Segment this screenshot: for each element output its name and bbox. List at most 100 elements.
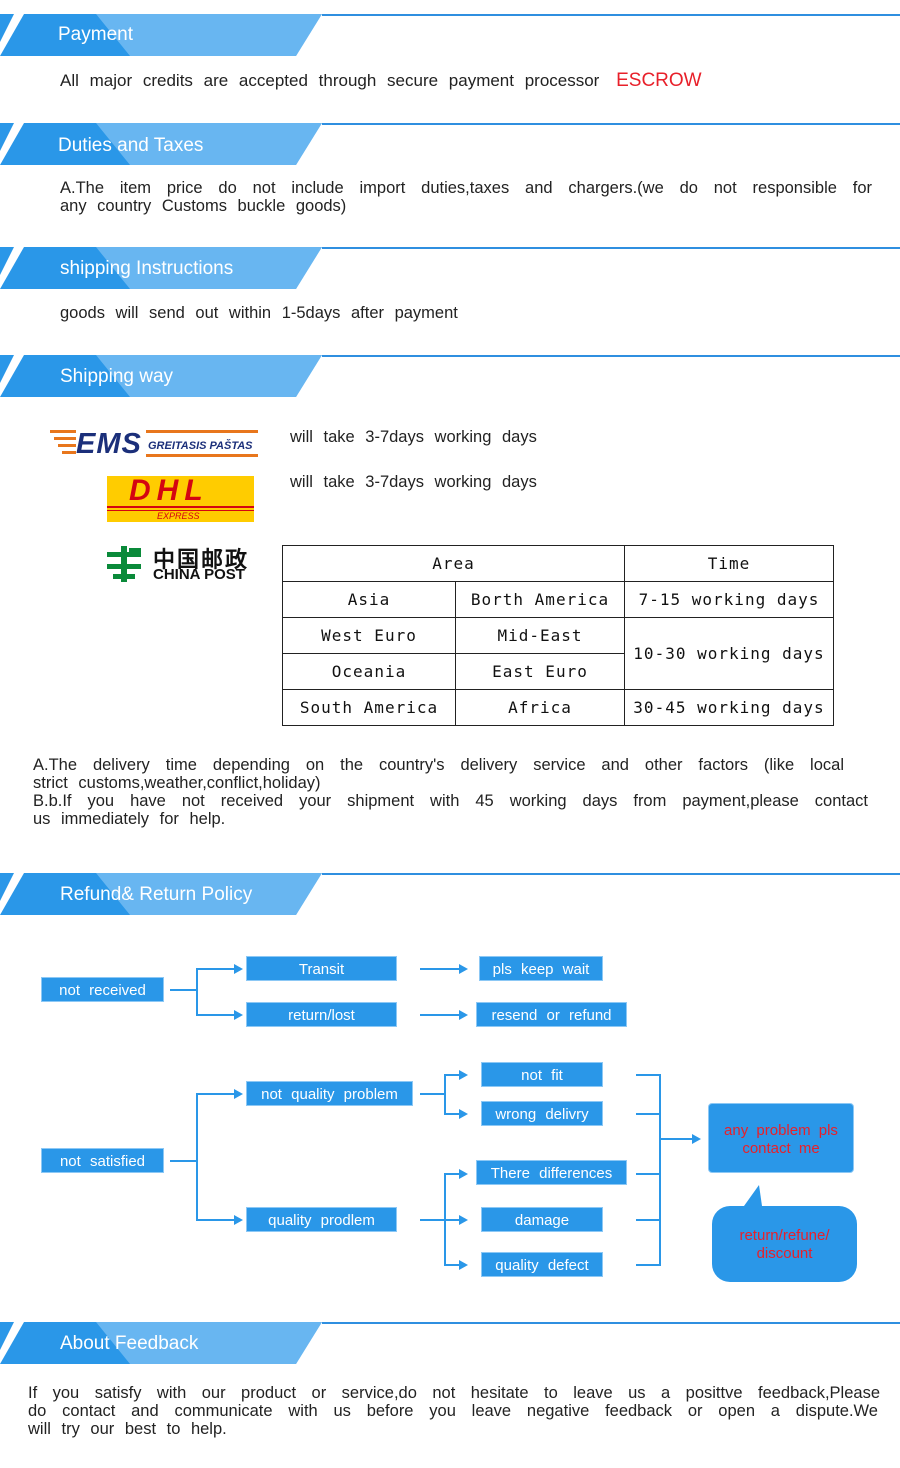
section-title: shipping Instructions [60, 258, 234, 279]
china-post-english: CHINA POST [153, 566, 245, 583]
table-cell: 7-15 working days [624, 581, 834, 618]
ems-logo: EMS GREITASIS PAŠTAS [50, 428, 260, 462]
china-post-logo: 中国邮政 CHINA POST [105, 544, 265, 584]
connector [659, 1074, 661, 1266]
refund-header: Refund& Return Policy [0, 873, 900, 917]
header-banner-shape [0, 247, 900, 289]
arrow-icon [234, 1010, 243, 1020]
keep-wait-box: pls keep wait [479, 956, 603, 981]
header-banner-shape [0, 14, 900, 56]
connector [444, 1074, 460, 1076]
arrow-icon [459, 1010, 468, 1020]
header-banner-shape [0, 873, 900, 915]
connector [170, 989, 196, 991]
ems-brand: EMS [76, 428, 142, 460]
quality-defect-box: quality defect [481, 1252, 603, 1277]
connector [170, 1160, 196, 1162]
section-title: Payment [58, 24, 133, 45]
connector [196, 1093, 234, 1095]
arrow-icon [459, 1109, 468, 1119]
table-cell: Mid-East [455, 617, 625, 654]
transit-box: Transit [246, 956, 397, 981]
connector [420, 1093, 444, 1095]
connector [636, 1264, 660, 1266]
not-satisfied-box: not satisfied [41, 1148, 164, 1173]
arrow-icon [692, 1134, 701, 1144]
escrow-highlight: ESCROW [616, 70, 702, 91]
arrow-icon [459, 964, 468, 974]
connector [196, 1093, 198, 1220]
wrong-delivery-box: wrong delivry [481, 1101, 603, 1126]
payment-text: All major credits are accepted through s… [60, 70, 702, 91]
section-title: Duties and Taxes [58, 135, 204, 156]
connector [444, 1113, 460, 1115]
table-header-time: Time [624, 545, 834, 582]
ems-sub: GREITASIS PAŠTAS [148, 440, 253, 452]
dhl-stripes [107, 506, 254, 511]
table-cell: 10-30 working days [624, 617, 834, 690]
table-cell: Asia [282, 581, 456, 618]
payment-description: All major credits are accepted through s… [60, 71, 600, 90]
feedback-line-1: If you satisfy with our product or servi… [28, 1384, 880, 1402]
shipping-instructions-header: shipping Instructions [0, 247, 900, 291]
dhl-sub: EXPRESS [157, 511, 200, 521]
dhl-note: will take 3-7days working days [290, 473, 537, 491]
quality-problem-box: quality prodlem [246, 1207, 397, 1232]
bubble-line-2: discount [756, 1245, 813, 1262]
not-quality-problem-box: not quality problem [246, 1081, 413, 1106]
connector [444, 1173, 446, 1266]
duties-line-1: A.The item price do not include import d… [60, 179, 872, 197]
arrow-icon [459, 1215, 468, 1225]
connector [196, 1219, 234, 1221]
connector [196, 1014, 234, 1016]
table-row: Asia Borth America 7-15 working days [282, 581, 834, 618]
connector [636, 1219, 660, 1221]
china-post-emblem-icon [107, 546, 141, 582]
table-cell: Oceania [282, 653, 456, 690]
return-refund-bubble: return/refune/ discount [712, 1206, 857, 1282]
delivery-note-2: strict customs,weather,conflict,holiday) [33, 774, 321, 792]
connector [636, 1113, 660, 1115]
connector [636, 1074, 660, 1076]
there-differences-box: There differences [476, 1160, 627, 1185]
table-cell: 30-45 working days [624, 689, 834, 726]
dhl-brand: DHL [129, 474, 209, 507]
arrow-icon [234, 1215, 243, 1225]
ems-logo-stripes [50, 430, 258, 457]
arrow-icon [234, 964, 243, 974]
connector [444, 1264, 460, 1266]
table-header-area: Area [282, 545, 625, 582]
connector [444, 1074, 446, 1114]
duties-line-2: any country Customs buckle goods) [60, 197, 347, 215]
delivery-note-1: A.The delivery time depending on the cou… [33, 756, 844, 774]
duties-header: Duties and Taxes [0, 123, 900, 167]
table-cell: Africa [455, 689, 625, 726]
ems-note: will take 3-7days working days [290, 428, 537, 446]
table-row: Oceania East Euro [282, 653, 834, 690]
not-fit-box: not fit [481, 1062, 603, 1087]
section-title: Shipping way [60, 366, 174, 387]
return-lost-box: return/lost [246, 1002, 397, 1027]
arrow-icon [234, 1089, 243, 1099]
connector [420, 1014, 460, 1016]
dhl-logo: DHL EXPRESS [107, 474, 254, 522]
table-row: West Euro Mid-East 10-30 working days [282, 617, 834, 690]
bubble-line-1: return/refune/ [739, 1227, 830, 1244]
feedback-line-3: will try our best to help. [28, 1420, 227, 1438]
header-banner-shape [0, 1322, 900, 1364]
feedback-line-2: do contact and communicate with us befor… [28, 1402, 878, 1420]
arrow-icon [459, 1070, 468, 1080]
contact-line-2: contact me [742, 1140, 820, 1157]
arrow-icon [459, 1260, 468, 1270]
shipping-time-table: Area Time Asia Borth America 7-15 workin… [282, 545, 834, 726]
connector [196, 968, 198, 1015]
section-title: Refund& Return Policy [60, 884, 253, 905]
not-received-box: not received [41, 977, 164, 1002]
table-cell: South America [282, 689, 456, 726]
connector [196, 968, 234, 970]
header-banner-shape [0, 355, 900, 397]
damage-box: damage [481, 1207, 603, 1232]
table-row: South America Africa 30-45 working days [282, 689, 834, 726]
table-cell: West Euro [282, 617, 456, 654]
delivery-note-3: B.b.If you have not received your shipme… [33, 792, 868, 810]
